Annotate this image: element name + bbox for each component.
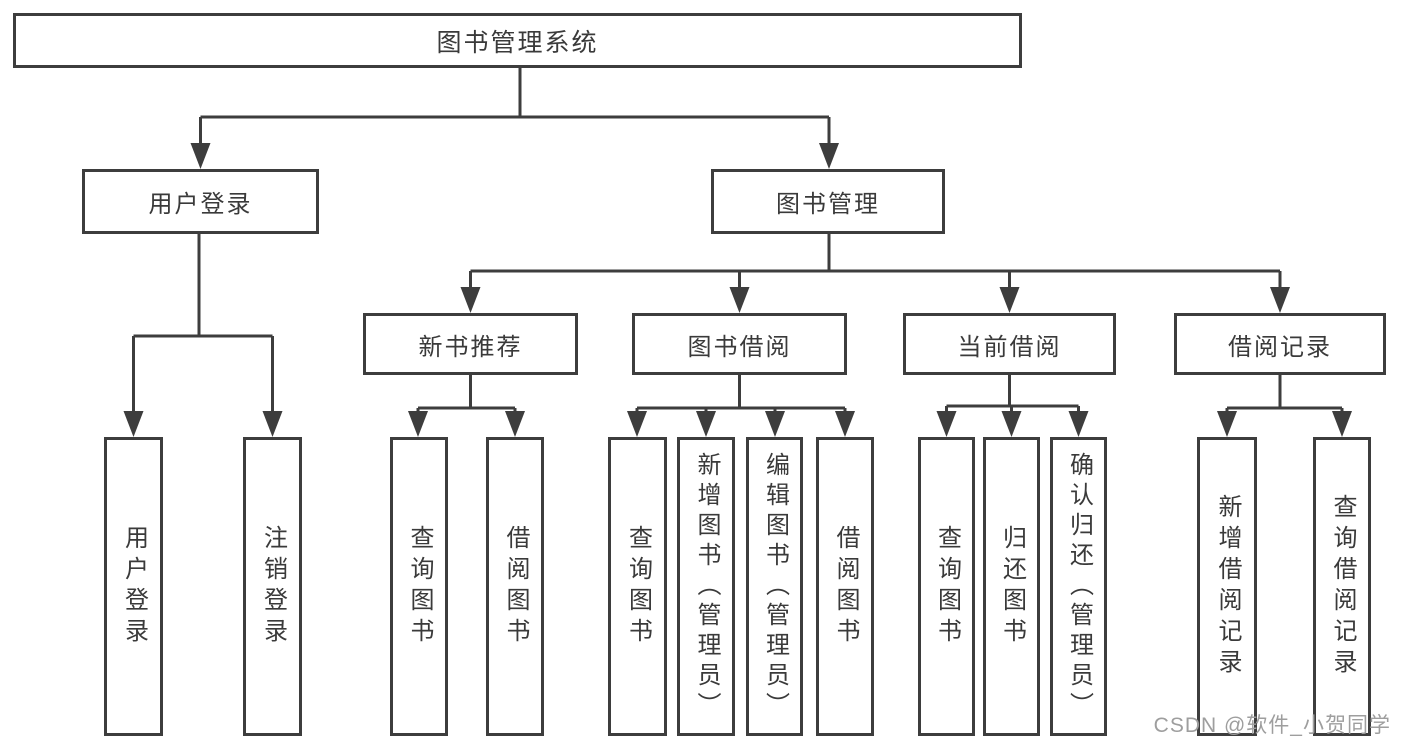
leaf-user-login: 用户登录 [104, 437, 163, 736]
connector-book-mgmt [460, 234, 1290, 313]
connector-current-borrow [936, 375, 1089, 437]
leaf-borrowing-edit-books-admin: 编辑图书（管理员） [746, 437, 803, 736]
node-new-book-recommend: 新书推荐 [363, 313, 578, 375]
watermark-text: CSDN @软件_小贺同学 [1153, 714, 1391, 737]
connector-user-login [123, 234, 283, 437]
leaf-current-return-books: 归还图书 [983, 437, 1040, 736]
leaf-newbooks-borrow-books: 借阅图书 [486, 437, 544, 736]
connector-new-books [408, 375, 525, 437]
leaf-borrowing-borrow-books: 借阅图书 [816, 437, 874, 736]
leaf-current-query-books: 查询图书 [918, 437, 975, 736]
leaf-records-query-record: 查询借阅记录 [1313, 437, 1371, 736]
connector-borrow-records [1217, 375, 1352, 437]
leaf-borrowing-add-books-admin: 新增图书（管理员） [677, 437, 735, 736]
leaf-borrowing-query-books: 查询图书 [608, 437, 667, 736]
leaf-newbooks-query-books: 查询图书 [390, 437, 448, 736]
node-root: 图书管理系统 [13, 13, 1022, 68]
node-current-borrowing: 当前借阅 [903, 313, 1116, 375]
node-book-management: 图书管理 [711, 169, 945, 234]
leaf-current-confirm-return-admin: 确认归还（管理员） [1050, 437, 1107, 736]
leaf-records-add-record: 新增借阅记录 [1197, 437, 1257, 736]
node-book-borrowing: 图书借阅 [632, 313, 847, 375]
node-borrow-records: 借阅记录 [1174, 313, 1386, 375]
leaf-logout: 注销登录 [243, 437, 302, 736]
connector-book-borrow [627, 375, 855, 437]
connector-root [190, 68, 839, 169]
node-user-login: 用户登录 [82, 169, 319, 234]
